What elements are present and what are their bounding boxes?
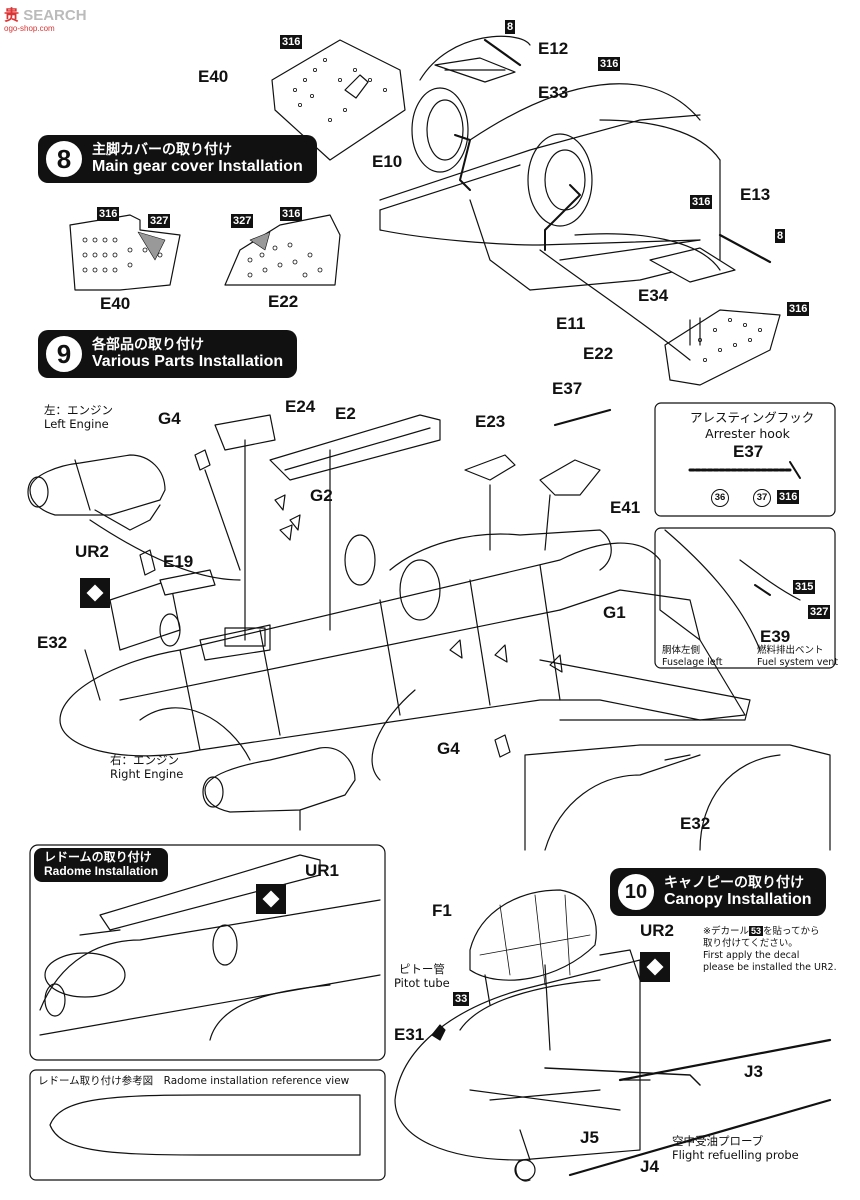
radome-header: レドームの取り付け Radome Installation: [34, 848, 169, 882]
step-9-title-jp: 各部品の取り付け: [92, 336, 204, 353]
paint-badge-316-e34: 316: [690, 195, 713, 209]
part-label-e11: E11: [556, 314, 586, 333]
note-arrester-hook: アレスティングフック Arrester hook: [690, 410, 815, 441]
part-label-j3: J3: [744, 1062, 763, 1081]
part-label-e12: E12: [538, 39, 569, 58]
part-label-f1: F1: [432, 901, 452, 920]
part-label-g4-top: G4: [158, 409, 181, 428]
part-label-e41: E41: [610, 498, 641, 517]
part-label-j4: J4: [640, 1157, 659, 1176]
note-pitot-tube: ピトー管 Pitot tube: [394, 962, 450, 991]
part-label-g1: G1: [603, 603, 626, 622]
paint-badge-316-e40: 316: [280, 35, 303, 49]
hatch-e40-top: [271, 39, 406, 161]
paint-badge-8-e13: 8: [775, 229, 786, 243]
step-9-title-en: Various Parts Installation: [92, 352, 284, 370]
paint-badge-315: 315: [793, 580, 816, 594]
right-engine: [204, 747, 356, 813]
part-label-g2: G2: [310, 486, 333, 505]
radome-title-jp: レドームの取り付け: [44, 850, 152, 864]
paint-badge-327-vent: 327: [808, 605, 831, 619]
watermark-logo: 贵 SEARCH: [4, 7, 87, 24]
part-label-e33: E33: [538, 83, 569, 102]
part-label-e39: E39: [760, 627, 791, 646]
paint-badge-33: 33: [453, 992, 470, 1006]
note-radome-reference: レドーム取り付け参考図 Radome installation referenc…: [38, 1075, 350, 1087]
part-label-e10: E10: [372, 152, 403, 171]
note-right-engine: 右：エンジン Right Engine: [110, 753, 184, 782]
hatch-e22-right: [664, 309, 781, 386]
paint-badge-8-top: 8: [505, 20, 516, 34]
canopy-f1: [469, 889, 597, 981]
part-label-e40-top: E40: [198, 67, 229, 86]
part-label-e19: E19: [163, 552, 194, 571]
radome-title-en: Radome Installation: [44, 863, 159, 878]
paint-circle-36: 36: [711, 489, 729, 507]
paint-badge-327-e22-detail: 327: [231, 214, 254, 228]
radome-reference-box: [29, 1069, 386, 1181]
part-label-e31: E31: [394, 1025, 425, 1044]
step-8-title-jp: 主脚カバーの取り付け: [92, 141, 232, 158]
note-left-engine: 左：エンジン Left Engine: [44, 403, 113, 432]
paint-badge-316-e40-detail: 316: [97, 207, 120, 221]
paint-badge-316-arrester: 316: [777, 490, 800, 504]
part-label-e32-detail: E32: [680, 814, 711, 833]
left-engine: [29, 454, 166, 516]
note-refuelling-probe: 空中受油プローブ Flight refuelling probe: [672, 1134, 799, 1163]
part-label-e37: E37: [552, 379, 583, 398]
part-label-e22-detail: E22: [268, 292, 299, 311]
decal-diamond-marker-radome: [256, 884, 286, 914]
step-8-title-en: Main gear cover Installation: [92, 157, 303, 175]
part-label-e32: E32: [37, 633, 68, 652]
paint-badge-316-e22: 316: [787, 302, 810, 316]
fuselage-outline: [59, 542, 746, 757]
step-9-number: 9: [44, 334, 84, 374]
watermark-url: ogo-shop.com: [4, 24, 55, 33]
hatch-e22-detail: [224, 214, 341, 286]
part-label-e37-detail: E37: [733, 442, 764, 461]
part-label-e2: E2: [335, 404, 356, 423]
decal-diamond-marker-canopy: [640, 952, 670, 982]
part-label-e24: E24: [285, 397, 316, 416]
part-label-e40-detail: E40: [100, 294, 131, 313]
part-label-g4-bottom: G4: [437, 739, 460, 758]
part-label-e23: E23: [475, 412, 506, 431]
paint-badge-316-e22-detail: 316: [280, 207, 303, 221]
paint-circle-37: 37: [753, 489, 771, 507]
part-label-ur1: UR1: [305, 861, 340, 880]
paint-badge-316-e33: 316: [598, 57, 621, 71]
part-label-e13: E13: [740, 185, 771, 204]
e2-panel: [269, 414, 441, 481]
paint-badge-327-e40-detail: 327: [148, 214, 171, 228]
e24-panel: [214, 414, 276, 451]
part-label-j5: J5: [580, 1128, 599, 1147]
note-fuel-vent: 燃料排出ベント Fuel system vent: [757, 645, 839, 668]
part-label-ur2-canopy: UR2: [640, 921, 675, 940]
fuel-vent-detail-box: [654, 527, 836, 669]
hatch-e40-detail: [69, 214, 181, 291]
arrester-hook-detail-box: [654, 402, 836, 517]
part-label-e22-right: E22: [583, 344, 614, 363]
step-10-title-en: Canopy Installation: [664, 890, 812, 908]
part-label-e34: E34: [638, 286, 669, 305]
radome-box: [29, 844, 386, 1061]
part-label-ur2: UR2: [75, 542, 110, 561]
canopy-detail-box: [524, 744, 831, 851]
decal-diamond-marker-step9: [80, 578, 110, 608]
step-8-number: 8: [44, 139, 84, 179]
step-10-number: 10: [616, 872, 656, 912]
note-fuselage-left: 胴体左側 Fuselage left: [662, 645, 723, 668]
step-10-title-jp: キャノピーの取り付け: [664, 874, 804, 891]
paint-badge-53: 53: [748, 926, 763, 936]
